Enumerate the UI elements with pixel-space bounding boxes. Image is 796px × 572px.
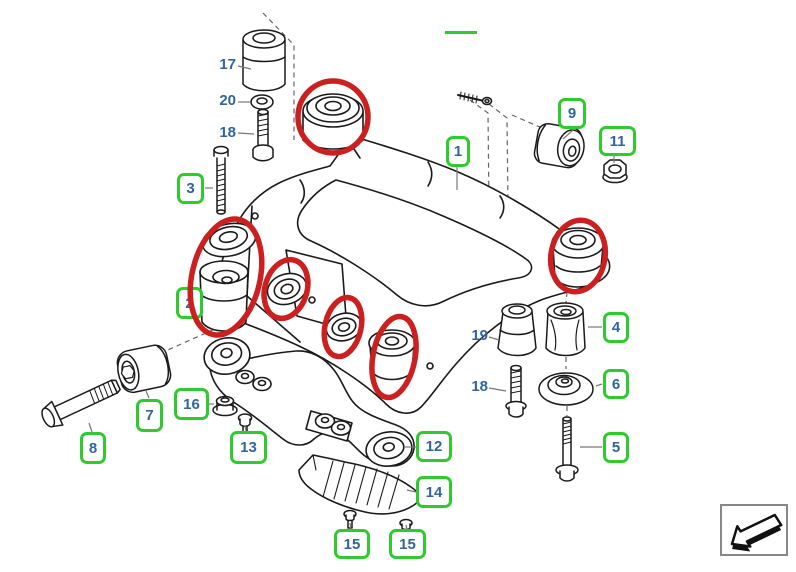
back-arrow-icon[interactable] <box>720 504 788 556</box>
callout-12[interactable]: 12 <box>416 431 452 462</box>
callout-2[interactable]: 2 <box>176 287 203 319</box>
part-label-18-top[interactable]: 18 <box>219 124 236 141</box>
part-label-19[interactable]: 19 <box>471 327 488 344</box>
label-leader-lines <box>88 65 615 530</box>
part-label-18-bottom[interactable]: 18 <box>471 378 488 395</box>
callout-1[interactable]: 1 <box>446 136 470 167</box>
part-label-20[interactable]: 20 <box>219 92 236 109</box>
callout-15-left[interactable]: 15 <box>334 529 370 559</box>
callout-13[interactable]: 13 <box>230 431 267 464</box>
mount-arm-and-shield-drawing <box>203 337 420 515</box>
loose-parts-drawing <box>41 29 628 537</box>
callout-8[interactable]: 8 <box>80 432 106 464</box>
callout-9[interactable]: 9 <box>558 98 586 129</box>
back-arrow-glyph <box>730 513 783 552</box>
callout-7[interactable]: 7 <box>136 399 163 432</box>
green-marker-line <box>445 31 477 34</box>
callout-11[interactable]: 11 <box>599 126 636 156</box>
callout-14[interactable]: 14 <box>416 476 452 508</box>
callout-16[interactable]: 16 <box>174 388 209 420</box>
callout-15-right[interactable]: 15 <box>389 529 426 559</box>
part-label-17[interactable]: 17 <box>219 56 236 73</box>
callout-5[interactable]: 5 <box>603 432 629 463</box>
callout-3[interactable]: 3 <box>177 173 204 204</box>
callout-6[interactable]: 6 <box>603 369 629 399</box>
callout-4[interactable]: 4 <box>603 312 629 343</box>
